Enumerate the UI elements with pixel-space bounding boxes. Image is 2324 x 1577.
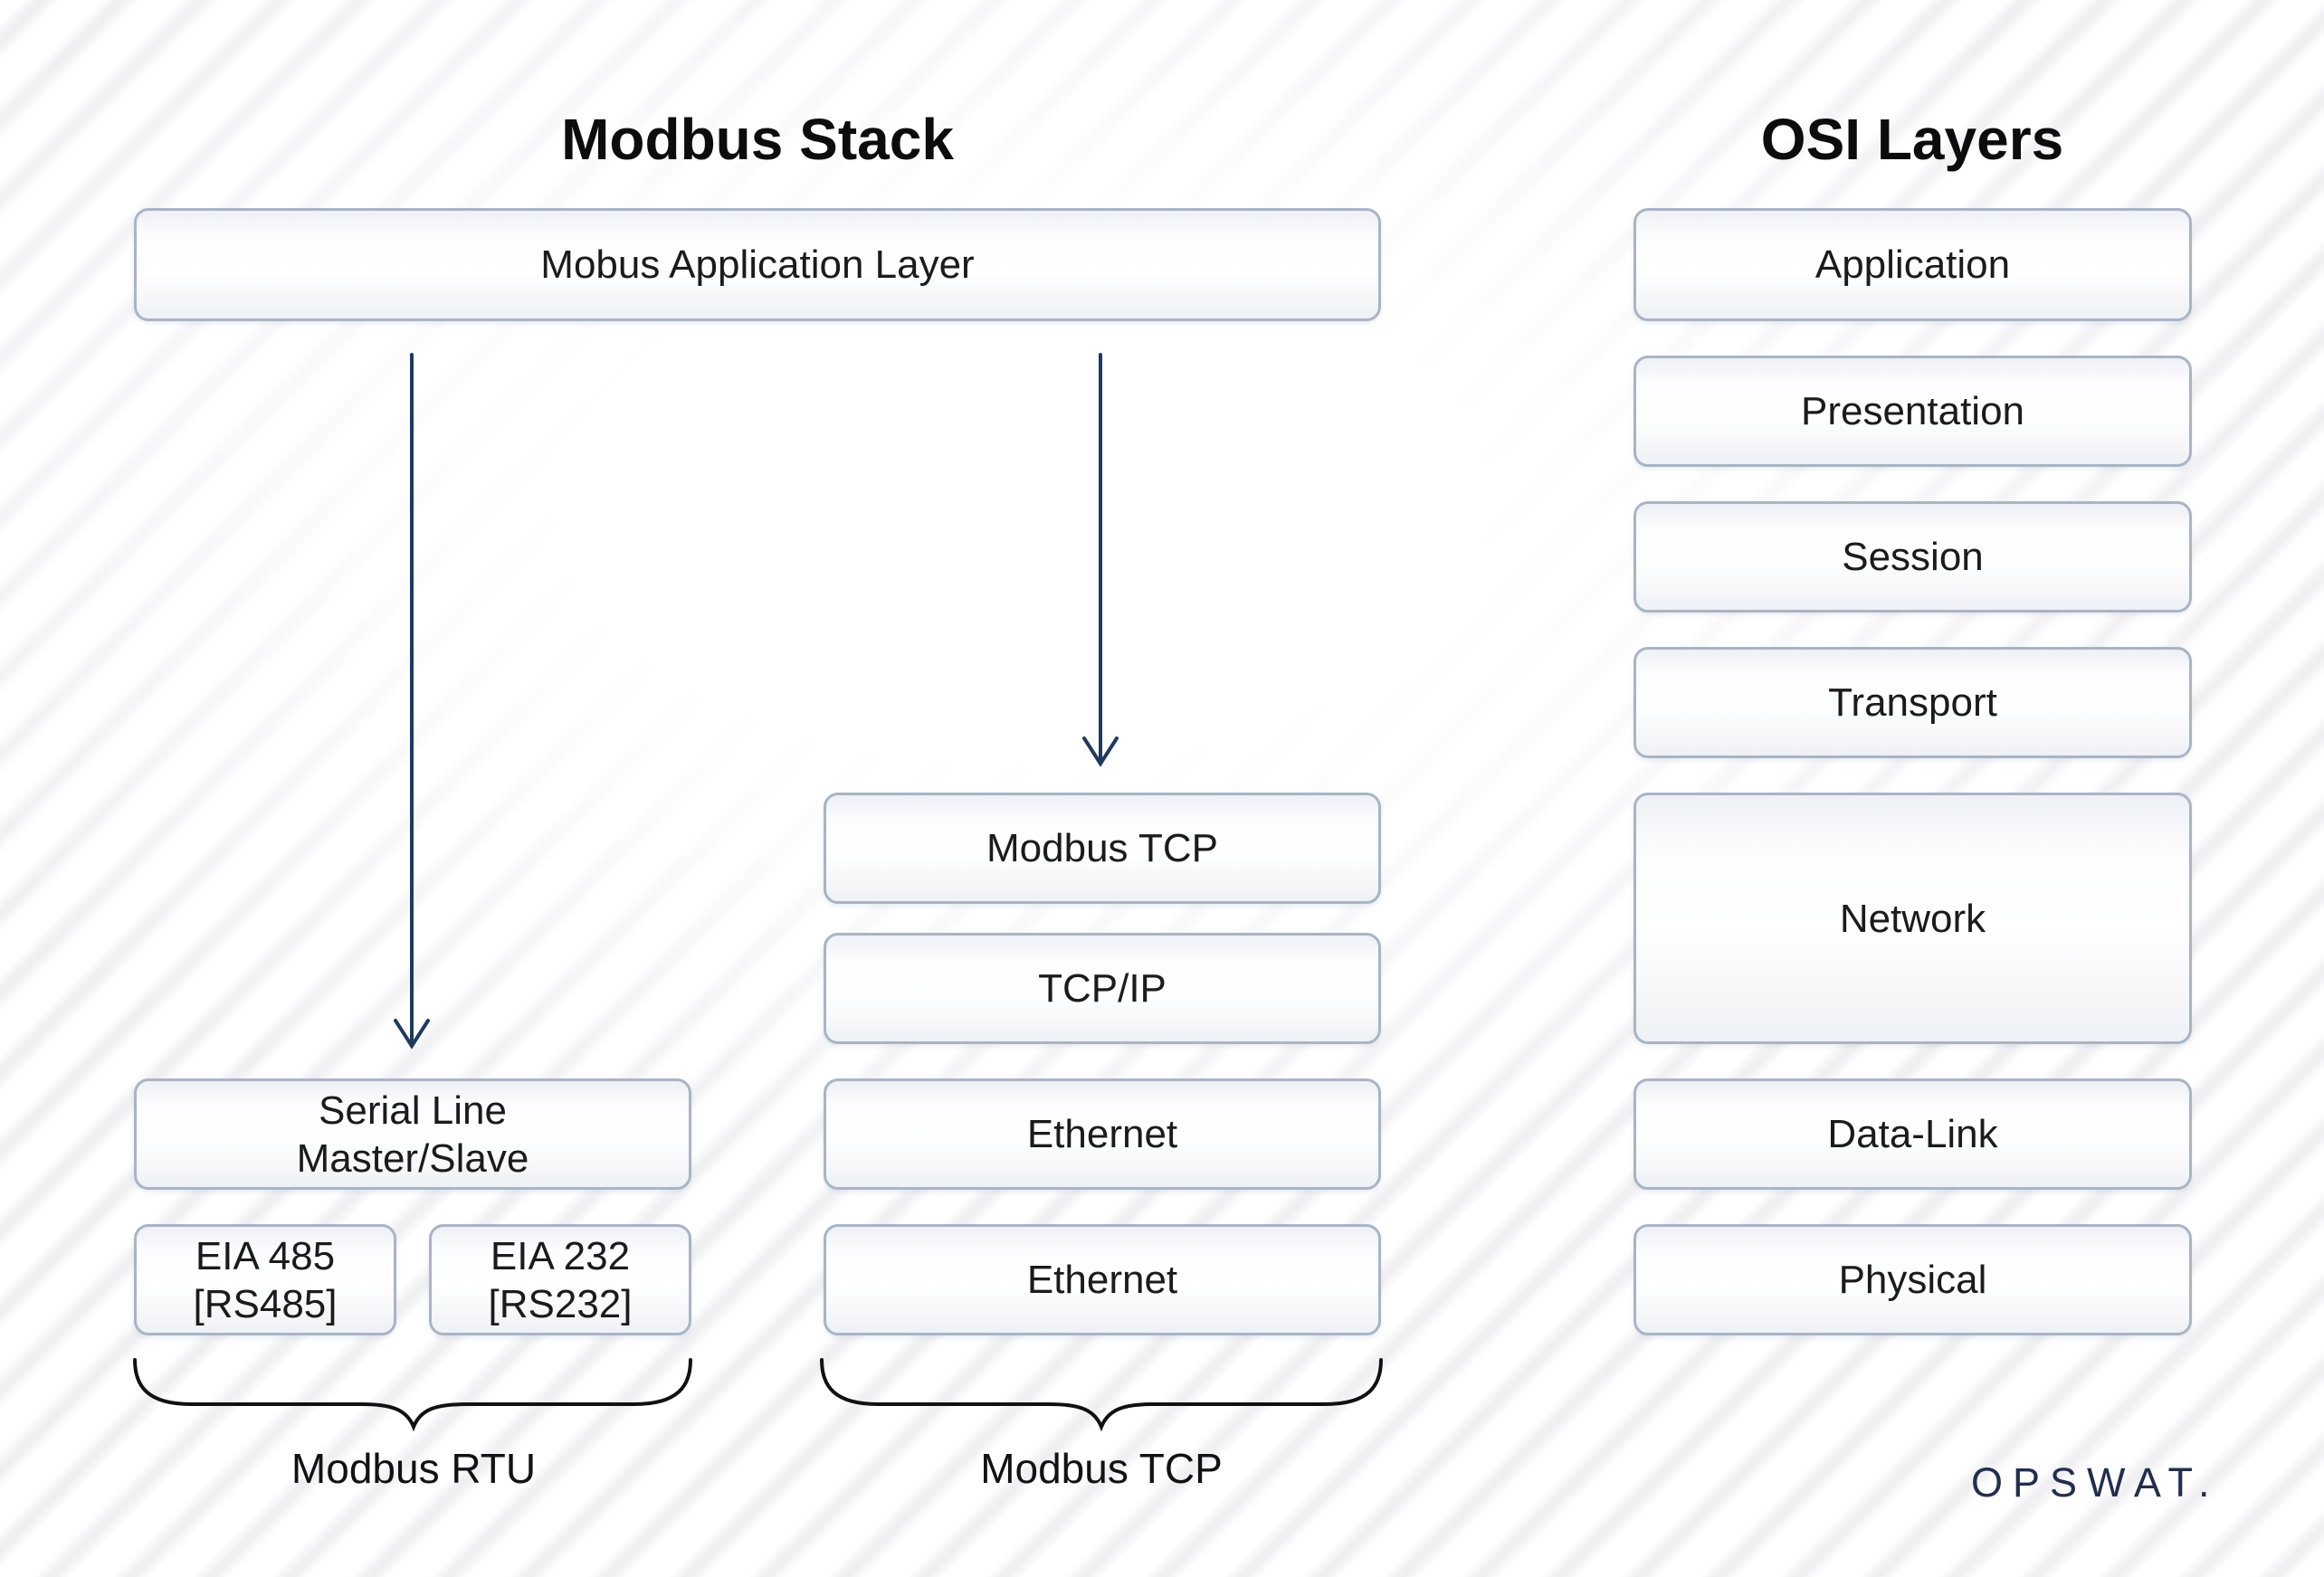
box-label: Session [1842,535,1984,579]
osi-layers-title: OSI Layers [1760,107,2064,172]
box-osi-data-link: Data-Link [1633,1078,2192,1190]
box-modbus-tcp: Modbus TCP [824,793,1381,904]
opswat-logo: OPSWAT. [1971,1459,2220,1506]
box-osi-transport: Transport [1633,647,2192,758]
box-label: Physical [1838,1258,1987,1302]
box-label: Modbus TCP [986,826,1218,870]
box-label: Application [1814,242,2011,287]
box-label-line1: EIA 485 [195,1233,336,1278]
box-label: Ethernet [1026,1112,1178,1156]
box-osi-network: Network [1633,793,2192,1044]
box-label-line2: [RS485] [193,1281,338,1326]
brace-modbus-tcp-icon [820,1358,1383,1432]
box-label: Network [1839,896,1986,941]
brace-modbus-rtu-icon [133,1358,692,1432]
box-osi-physical: Physical [1633,1224,2192,1335]
modbus-rtu-label: Modbus RTU [290,1445,537,1492]
box-osi-session: Session [1633,501,2192,613]
box-label-line1: EIA 232 [490,1233,631,1278]
box-eia-232-rs232: EIA 232 [RS232] [429,1224,691,1335]
box-ethernet-lower: Ethernet [824,1224,1381,1335]
box-eia-485-rs485: EIA 485 [RS485] [134,1224,396,1335]
box-label: Data-Link [1827,1112,1998,1156]
modbus-tcp-label: Modbus TCP [980,1445,1223,1492]
box-label: TCP/IP [1038,966,1167,1011]
box-label: Mobus Application Layer [540,242,975,287]
box-modbus-application-layer: Mobus Application Layer [134,208,1381,321]
modbus-stack-title: Modbus Stack [561,107,954,172]
box-label-line2: Master/Slave [296,1135,529,1181]
box-tcp-ip: TCP/IP [824,933,1381,1044]
box-osi-presentation: Presentation [1633,356,2192,467]
box-label-line1: Serial Line [319,1088,507,1133]
arrow-down-to-serial-line-icon [394,353,430,1050]
box-serial-line-master-slave: Serial Line Master/Slave [134,1078,691,1190]
box-ethernet-upper: Ethernet [824,1078,1381,1190]
box-osi-application: Application [1633,208,2192,321]
box-label-line2: [RS232] [488,1281,633,1326]
box-label: Ethernet [1026,1258,1178,1302]
arrow-down-to-modbus-tcp-icon [1082,353,1119,767]
box-label: Presentation [1800,389,2025,433]
box-label: Transport [1828,680,1997,725]
